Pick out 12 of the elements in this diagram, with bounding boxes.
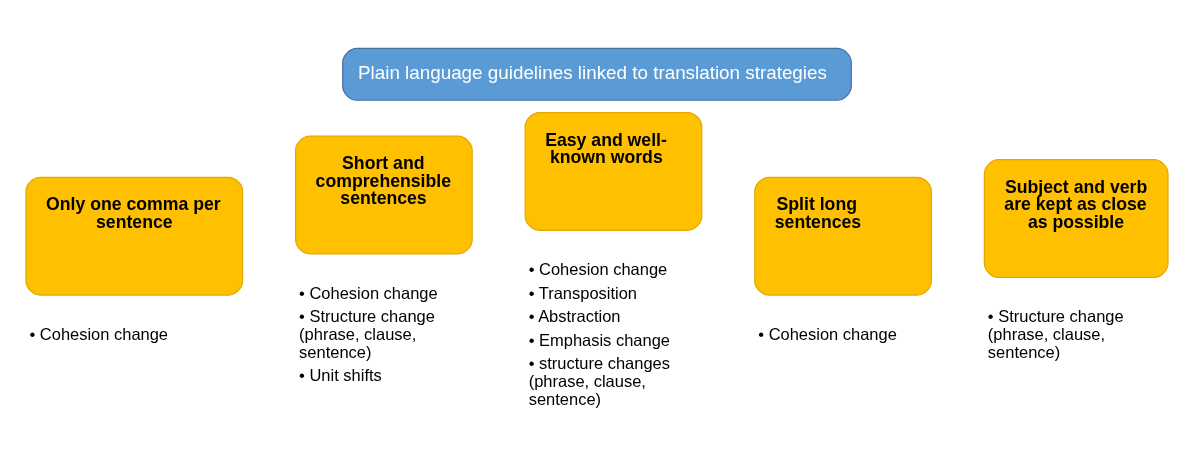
node-label: • Cohesion change — [528, 260, 668, 279]
diagram-title: Plain language guidelines linked to translation strategies — [357, 61, 827, 83]
node-label: • Unit shifts — [299, 366, 382, 385]
node-label: • Abstraction — [528, 307, 621, 326]
node-label: • Cohesion change — [758, 325, 897, 344]
node-label: • structure changes (phrase, clause, sentence) — [528, 354, 670, 408]
node-label: • Emphasis change — [528, 330, 670, 349]
node-label: • Transposition — [528, 283, 638, 302]
node-label: • Structure change (phrase, clause, sentence) — [987, 307, 1124, 361]
node-label: • Cohesion change — [299, 283, 438, 302]
node-label: • Structure change (phrase, clause, sentence) — [299, 307, 435, 361]
node-label: • Cohesion change — [29, 325, 169, 344]
